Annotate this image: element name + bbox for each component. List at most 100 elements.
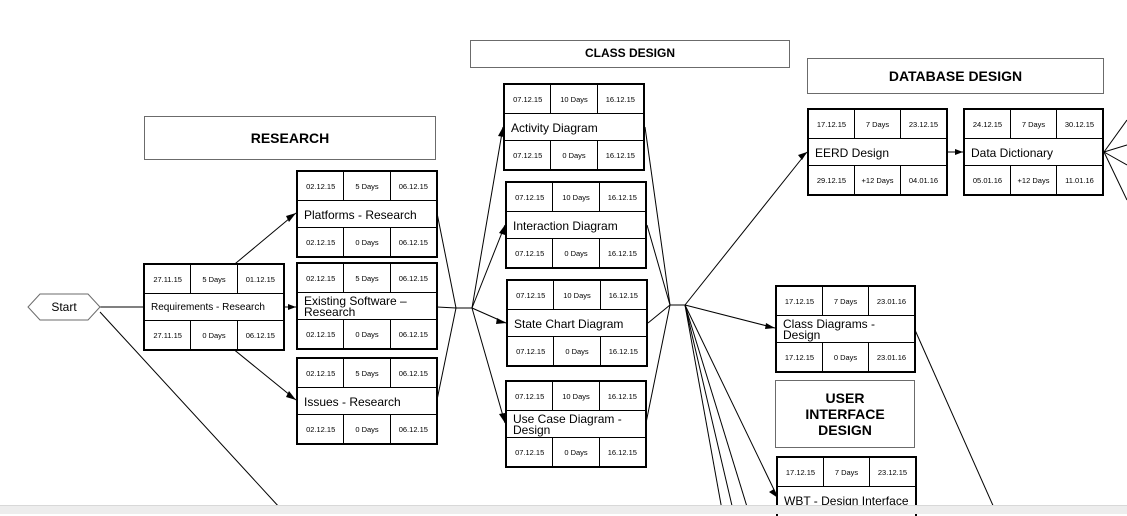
early-finish-date: 06.12.15 (389, 172, 436, 200)
early-start-date: 24.12.15 (972, 119, 1003, 129)
late-finish-date: 16.12.15 (598, 239, 645, 267)
early-finish-date: 23.01.16 (868, 287, 914, 315)
duration: 5 Days (343, 359, 389, 387)
late-start-date: 07.12.15 (515, 447, 545, 457)
duration: 7 Days (1010, 110, 1056, 138)
early-finish-date: 06.12.15 (389, 264, 436, 292)
early-finish-date: 16.12.15 (598, 382, 645, 410)
float: 0 Days (822, 343, 868, 371)
float: 0 Days (552, 239, 598, 267)
late-start-date: 05.01.16 (972, 175, 1003, 185)
float: 0 Days (550, 141, 596, 169)
duration: 10 Days (553, 281, 599, 309)
float: 0 Days (190, 321, 236, 349)
start-node[interactable]: Start (27, 293, 101, 321)
task-title: Class Diagrams - Design (783, 317, 876, 342)
task-title: Activity Diagram (511, 121, 598, 135)
early-start-date: 17.12.15 (816, 119, 847, 129)
task-node-class-diagrams-design[interactable]: 17.12.15 7 Days 23.01.16 Class Diagrams … (775, 285, 916, 373)
duration: 5 Days (343, 172, 389, 200)
start-label: Start (51, 300, 77, 314)
late-finish-date: 04.01.16 (900, 166, 946, 194)
late-start-date: 29.12.15 (816, 175, 847, 185)
late-start-date: 07.12.15 (516, 346, 546, 356)
duration: 10 Days (552, 382, 598, 410)
task-node-activity-diagram[interactable]: 07.12.15 10 Days 16.12.15 Activity Diagr… (503, 83, 645, 171)
early-finish-date: 23.12.15 (869, 458, 915, 486)
late-start-date: 17.12.15 (784, 352, 815, 362)
late-finish-date: 16.12.15 (598, 438, 645, 466)
task-node-issues-research[interactable]: 02.12.15 5 Days 06.12.15 Issues - Resear… (296, 357, 438, 445)
early-start-date: 07.12.15 (515, 391, 545, 401)
late-finish-date: 16.12.15 (596, 141, 643, 169)
float: 0 Days (343, 228, 389, 256)
late-start-date: 02.12.15 (306, 424, 336, 434)
float: 0 Days (552, 438, 598, 466)
early-start-date: 17.12.15 (784, 296, 815, 306)
window-bottom-edge (0, 505, 1127, 514)
task-node-data-dictionary[interactable]: 24.12.15 7 Days 30.12.15 Data Dictionary… (963, 108, 1104, 196)
duration: 5 Days (190, 265, 236, 293)
early-finish-date: 16.12.15 (598, 183, 645, 211)
task-title: Data Dictionary (971, 146, 1054, 160)
late-start-date: 07.12.15 (515, 248, 545, 258)
task-title: Requirements - Research (151, 302, 265, 313)
user-interface-design-heading: USER INTERFACE DESIGN (775, 380, 915, 448)
late-finish-date: 06.12.15 (389, 228, 436, 256)
float: +12 Days (1010, 166, 1056, 194)
late-finish-date: 06.12.15 (236, 321, 283, 349)
task-title: Issues - Research (304, 395, 401, 409)
duration: 10 Days (552, 183, 598, 211)
task-title: Existing Software – Research (304, 294, 407, 319)
duration: 7 Days (822, 287, 868, 315)
early-finish-date: 01.12.15 (236, 265, 283, 293)
duration: 10 Days (550, 85, 596, 113)
early-finish-date: 30.12.15 (1056, 110, 1102, 138)
task-node-existing-software-research[interactable]: 02.12.15 5 Days 06.12.15 Existing Softwa… (296, 262, 438, 350)
task-node-requirements-research[interactable]: 27.11.15 5 Days 01.12.15 Requirements - … (143, 263, 285, 351)
early-start-date: 02.12.15 (306, 181, 336, 191)
task-node-use-case-diagram[interactable]: 07.12.15 10 Days 16.12.15 Use Case Diagr… (505, 380, 647, 468)
early-start-date: 27.11.15 (153, 274, 182, 284)
early-finish-date: 16.12.15 (599, 281, 646, 309)
late-start-date: 27.11.15 (153, 330, 182, 340)
early-finish-date: 16.12.15 (596, 85, 643, 113)
float: +12 Days (854, 166, 900, 194)
class-design-heading: CLASS DESIGN (470, 40, 790, 68)
task-title: Interaction Diagram (513, 219, 618, 233)
late-finish-date: 16.12.15 (599, 337, 646, 365)
late-start-date: 07.12.15 (513, 150, 543, 160)
early-start-date: 07.12.15 (515, 192, 545, 202)
early-finish-date: 23.12.15 (900, 110, 946, 138)
task-node-platforms-research[interactable]: 02.12.15 5 Days 06.12.15 Platforms - Res… (296, 170, 438, 258)
float: 0 Days (343, 415, 389, 443)
task-node-eerd-design[interactable]: 17.12.15 7 Days 23.12.15 EERD Design 29.… (807, 108, 948, 196)
late-finish-date: 23.01.16 (868, 343, 914, 371)
late-start-date: 02.12.15 (306, 329, 336, 339)
late-start-date: 02.12.15 (306, 237, 336, 247)
early-start-date: 02.12.15 (306, 368, 336, 378)
task-node-state-chart-diagram[interactable]: 07.12.15 10 Days 16.12.15 State Chart Di… (506, 279, 648, 367)
start-hexagon-shape (27, 293, 101, 321)
research-heading: RESEARCH (144, 116, 436, 160)
early-start-date: 17.12.15 (785, 467, 816, 477)
duration: 7 Days (823, 458, 869, 486)
early-start-date: 02.12.15 (306, 273, 336, 283)
task-title: Platforms - Research (304, 208, 417, 222)
task-title: Use Case Diagram - Design (513, 412, 622, 437)
early-start-date: 07.12.15 (513, 94, 543, 104)
late-finish-date: 11.01.16 (1056, 166, 1102, 194)
task-title: State Chart Diagram (514, 317, 624, 331)
float: 0 Days (343, 320, 389, 348)
float: 0 Days (553, 337, 599, 365)
early-finish-date: 06.12.15 (389, 359, 436, 387)
task-node-interaction-diagram[interactable]: 07.12.15 10 Days 16.12.15 Interaction Di… (505, 181, 647, 269)
database-design-heading: DATABASE DESIGN (807, 58, 1104, 94)
late-finish-date: 06.12.15 (389, 320, 436, 348)
duration: 7 Days (854, 110, 900, 138)
early-start-date: 07.12.15 (516, 290, 546, 300)
task-title: EERD Design (815, 146, 890, 160)
task-title: WBT - Design Interface (784, 494, 909, 508)
duration: 5 Days (343, 264, 389, 292)
